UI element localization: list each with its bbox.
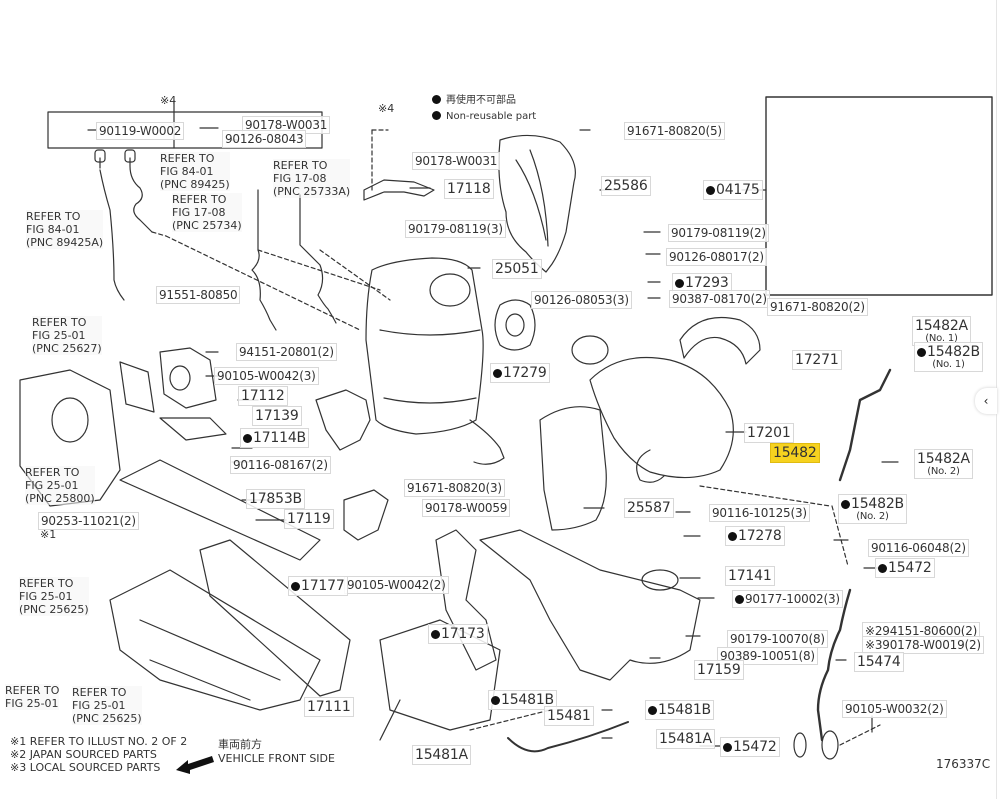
- part-label[interactable]: 90179-08119(3): [405, 220, 506, 238]
- part-label[interactable]: 17111: [304, 697, 354, 717]
- part-label[interactable]: 90179-08119(2): [668, 224, 769, 242]
- legend-non-reusable-en: Non-reusable part: [432, 110, 536, 124]
- part-label[interactable]: 90116-08167(2): [230, 456, 331, 474]
- part-label[interactable]: 90253-11021(2): [38, 512, 139, 530]
- part-label-non-reusable[interactable]: 15481B: [488, 690, 557, 710]
- non-reusable-dot-icon: [432, 111, 441, 120]
- part-label[interactable]: 90126-08017(2): [666, 248, 767, 266]
- illustration-id: 176337C: [936, 757, 991, 771]
- mark-4-b: ※4: [378, 102, 395, 115]
- part-label[interactable]: 90116-10125(3): [709, 504, 810, 522]
- part-label[interactable]: 17118: [444, 179, 494, 199]
- part-label[interactable]: 15482A(No. 2): [914, 449, 973, 479]
- part-label[interactable]: 94151-20801(2): [236, 343, 337, 361]
- part-label[interactable]: 17159: [694, 660, 744, 680]
- refer-note: REFER TO FIG 25-01 (PNC 25625): [72, 686, 142, 725]
- part-label[interactable]: 90126-08053(3): [531, 291, 632, 309]
- part-label[interactable]: 90178-W0031: [242, 116, 331, 134]
- part-label-non-reusable[interactable]: 17173: [428, 624, 488, 644]
- part-label-highlighted[interactable]: 15482: [770, 443, 820, 463]
- refer-note: REFER TO FIG 25-01 (PNC 25800): [25, 466, 95, 505]
- part-label-non-reusable[interactable]: 17114B: [240, 428, 309, 448]
- front-direction-arrow-icon: [176, 756, 214, 774]
- part-label[interactable]: 90105-W0042(2): [344, 576, 449, 594]
- vehicle-front-jp: 車両前方: [218, 738, 262, 751]
- part-label[interactable]: 17119: [284, 509, 334, 529]
- footnote: ※1 REFER TO ILLUST NO. 2 OF 2: [10, 735, 188, 748]
- catalytic-converter-25051: [365, 257, 484, 435]
- part-label[interactable]: ※390178-W0019(2): [862, 636, 984, 654]
- side-panel-toggle-button[interactable]: ‹: [975, 388, 997, 414]
- legend-non-reusable-jp: 再使用不可部品: [432, 94, 516, 108]
- vehicle-front-en: VEHICLE FRONT SIDE: [218, 752, 335, 765]
- part-label[interactable]: 90179-10070(8): [727, 630, 828, 648]
- refer-note: REFER TO FIG 25-01 (PNC 25627): [32, 316, 102, 355]
- part-label[interactable]: 91671-80820(5): [624, 122, 725, 140]
- part-label-non-reusable[interactable]: 15482B(No. 1): [914, 342, 983, 372]
- mark-1: ※1: [40, 528, 57, 541]
- part-label[interactable]: 15481: [544, 706, 594, 726]
- sensor-89425A: [99, 157, 125, 301]
- part-label-non-reusable[interactable]: 90177-10002(3): [732, 590, 843, 608]
- refer-note: REFER TO FIG 84-01 (PNC 89425): [160, 152, 230, 191]
- part-label[interactable]: 17201: [744, 423, 794, 443]
- turbocharger-17201: [589, 356, 734, 479]
- part-label[interactable]: 90126-08043: [222, 130, 307, 148]
- intake-manifold-17111: [109, 569, 321, 711]
- heat-shield-25586: [498, 134, 576, 273]
- part-label[interactable]: 90387-08170(2): [669, 290, 770, 308]
- mark-4: ※4: [160, 94, 177, 107]
- exhaust-manifold-17141: [479, 529, 701, 681]
- part-label[interactable]: 17112: [238, 386, 288, 406]
- part-label[interactable]: 17139: [252, 406, 302, 426]
- part-label[interactable]: 91671-80820(3): [404, 479, 505, 497]
- part-label[interactable]: 90116-06048(2): [868, 539, 969, 557]
- part-label[interactable]: 90105-W0042(3): [214, 367, 319, 385]
- footnote: ※3 LOCAL SOURCED PARTS: [10, 761, 161, 774]
- oil-pipe-15482: [838, 368, 892, 482]
- part-label[interactable]: 25586: [601, 176, 651, 196]
- part-label-non-reusable[interactable]: 15472: [720, 737, 780, 757]
- part-label[interactable]: 90178-W0059: [422, 499, 511, 517]
- refer-note: REFER TO FIG 25-01: [5, 684, 60, 710]
- refer-note: REFER TO FIG 84-01 (PNC 89425A): [26, 210, 104, 249]
- part-label[interactable]: 25587: [624, 498, 674, 518]
- footnote: ※2 JAPAN SOURCED PARTS: [10, 748, 157, 761]
- part-label[interactable]: 91671-80820(2): [767, 298, 868, 316]
- part-label-non-reusable[interactable]: 17177: [288, 576, 348, 596]
- part-label[interactable]: 15474: [854, 652, 904, 672]
- part-label[interactable]: 17271: [792, 350, 842, 370]
- part-label[interactable]: 15481A: [656, 729, 715, 749]
- oil-return-pipe-15474: [816, 588, 852, 742]
- part-label[interactable]: 90105-W0032(2): [842, 700, 947, 718]
- part-label[interactable]: 15481A: [412, 745, 471, 765]
- part-label-non-reusable[interactable]: 15481B: [645, 700, 714, 720]
- refer-note: REFER TO FIG 17-08 (PNC 25734): [172, 193, 242, 232]
- refer-note: REFER TO FIG 25-01 (PNC 25625): [19, 577, 89, 616]
- part-label-non-reusable[interactable]: 17279: [490, 363, 550, 383]
- part-label[interactable]: 91551-80850: [156, 286, 241, 304]
- part-label[interactable]: 90178-W0031: [412, 152, 501, 170]
- throttle-body: [19, 369, 121, 507]
- part-label-non-reusable[interactable]: 15482B(No. 2): [838, 494, 907, 524]
- part-label[interactable]: 90119-W0002: [96, 122, 185, 140]
- part-label[interactable]: 17141: [725, 566, 775, 586]
- part-label[interactable]: 25051: [492, 259, 542, 279]
- part-label[interactable]: 15482A(No. 1): [912, 316, 971, 346]
- part-label-non-reusable[interactable]: 17278: [725, 526, 785, 546]
- part-label-non-reusable[interactable]: 15472: [875, 558, 935, 578]
- inset-overview-box: [765, 96, 993, 296]
- non-reusable-dot-icon: [432, 95, 441, 104]
- part-label-non-reusable[interactable]: 04175: [703, 180, 763, 200]
- exhaust-manifold-gasket-17173: [435, 529, 497, 671]
- sensor-89425: [129, 157, 153, 233]
- part-label[interactable]: 17853B: [246, 489, 305, 509]
- refer-note: REFER TO FIG 17-08 (PNC 25733A): [273, 159, 351, 198]
